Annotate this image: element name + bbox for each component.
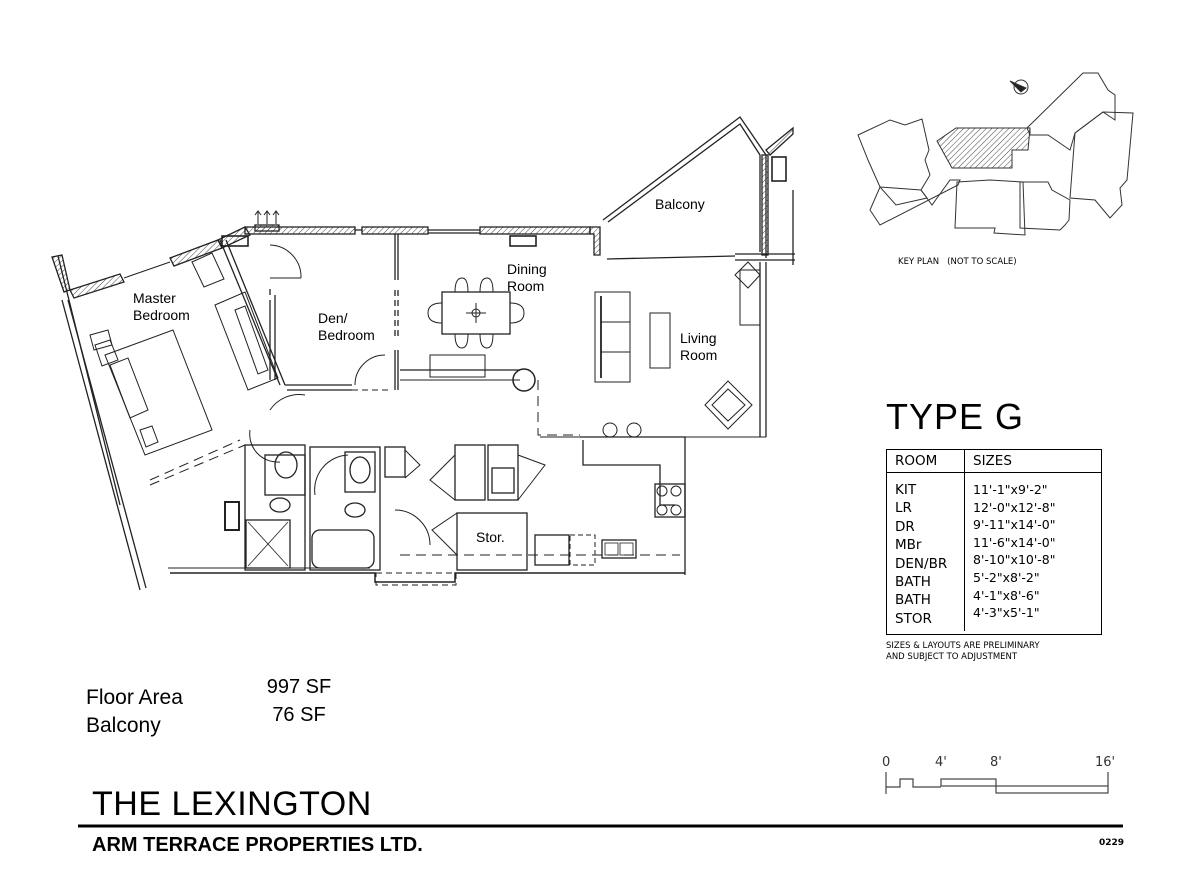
scale-tick-0: 0 — [882, 755, 891, 770]
table-cell-room: BATH — [895, 592, 931, 609]
project-title: THE LEXINGTON — [92, 785, 372, 823]
table-cell-room: LR — [895, 500, 912, 517]
room-column: KIT LR DR MBr DEN/BR BATH BATH STOR — [887, 473, 965, 631]
scale-tick-8: 8' — [990, 755, 1002, 770]
header-room: ROOM — [887, 450, 965, 472]
room-label-living-room: Living Room — [680, 330, 718, 363]
room-label-balcony: Balcony — [655, 196, 705, 212]
table-cell-room: DR — [895, 518, 915, 535]
floor-area-label: Floor Area — [86, 686, 183, 709]
sizes-column: 11'-1"x9'-2" 12'-0"x12'-8" 9'-11"x14'-0"… — [965, 473, 1056, 631]
table-cell-size: 4'-1"x8'-6" — [973, 587, 1040, 603]
room-label-den-bedroom: Den/ Bedroom — [318, 310, 375, 343]
unit-type-title: TYPE G — [886, 396, 1025, 437]
exterior-walls — [51, 210, 601, 591]
table-cell-size: 11'-6"x14'-0" — [973, 534, 1056, 550]
table-cell-room: MBr — [895, 537, 922, 554]
furniture — [89, 252, 761, 456]
table-cell-room: BATH — [895, 574, 931, 591]
table-cell-room: KIT — [895, 482, 917, 498]
company-name: ARM TERRACE PROPERTIES LTD. — [92, 834, 423, 856]
scale-tick-16: 16' — [1095, 755, 1116, 770]
north-arrow-icon — [1009, 80, 1027, 93]
balcony-area-label: Balcony — [86, 714, 161, 737]
table-cell-size: 12'-0"x12'-8" — [973, 499, 1056, 515]
table-cell-room: STOR — [895, 610, 932, 627]
room-sizes-table: ROOM SIZES KIT LR DR MBr DEN/BR BATH BAT… — [886, 449, 1102, 635]
floor-area-value: 997 SF — [266, 676, 332, 698]
table-cell-room: DEN/BR — [895, 555, 948, 572]
table-cell-size: 9'-11"x14'-0" — [973, 517, 1056, 533]
table-cell-size: 8'-10"x10'-8" — [973, 552, 1056, 568]
table-cell-size: 4'-3"x5'-1" — [973, 605, 1040, 621]
key-plan-label: KEY PLAN (NOT TO SCALE) — [898, 257, 1017, 267]
key-plan-drawing — [857, 72, 1134, 236]
drawing-code: 0229 — [1099, 838, 1125, 848]
scale-tick-4: 4' — [935, 755, 947, 770]
balcony-outline — [602, 116, 795, 265]
scale-bar-graphic — [885, 772, 1109, 794]
interior-walls — [149, 234, 767, 586]
balcony-area-value: 76 SF — [272, 704, 326, 726]
table-header: ROOM SIZES — [887, 450, 1101, 473]
area-labels: Floor Area Balcony — [86, 684, 183, 740]
table-cell-size: 5'-2"x8'-2" — [973, 569, 1040, 585]
room-label-storage: Stor. — [476, 529, 505, 545]
table-cell-size: 11'-1"x9'-2" — [973, 482, 1048, 497]
exhaust-vent-icon — [254, 210, 280, 224]
room-label-dining-room: Dining Room — [507, 261, 547, 294]
header-sizes: SIZES — [973, 453, 1012, 469]
room-label-master-bedroom: Master Bedroom — [133, 290, 190, 323]
area-values: 997 SF 76 SF — [255, 673, 343, 729]
sizes-disclaimer: SIZES & LAYOUTS ARE PRELIMINARY AND SUBJ… — [886, 641, 1040, 662]
